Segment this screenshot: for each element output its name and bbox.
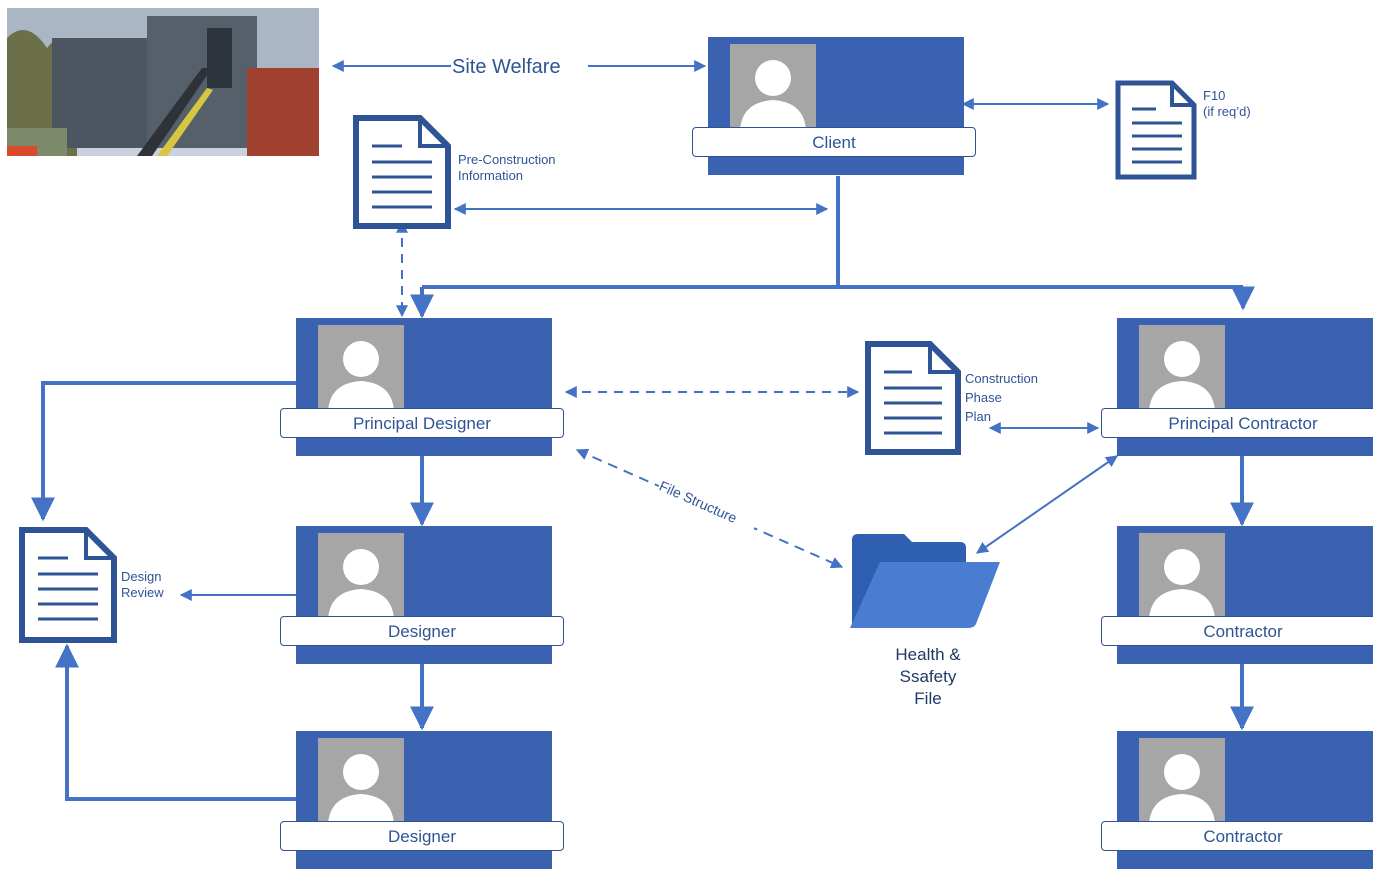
person-avatar-icon xyxy=(318,533,404,619)
person-avatar-icon xyxy=(1139,533,1225,619)
person-avatar-icon xyxy=(318,325,404,411)
principal-designer-label: Principal Designer xyxy=(280,408,564,438)
pd-to-design-review-line xyxy=(31,381,296,522)
person-avatar-icon xyxy=(730,44,816,130)
health-safety-folder-icon[interactable] xyxy=(846,524,1004,639)
contractor-folder-connector xyxy=(976,455,1118,554)
health-safety-file-label: Health & Ssafety File xyxy=(895,645,961,709)
designer-card[interactable]: Designer xyxy=(280,526,564,664)
contractor-label: Contractor xyxy=(1101,616,1373,646)
principal-contractor-label: Principal Contractor xyxy=(1101,408,1373,438)
site-welfare-label: Site Welfare xyxy=(452,56,561,78)
contractor-card[interactable]: Contractor xyxy=(1101,526,1373,664)
designer-card[interactable]: Designer xyxy=(280,731,564,869)
person-avatar-icon xyxy=(1139,738,1225,824)
designer-label: Designer xyxy=(280,821,564,851)
site-welfare-cabins-icon xyxy=(7,8,319,156)
contractor-card[interactable]: Contractor xyxy=(1101,731,1373,869)
person-avatar-icon xyxy=(1139,325,1225,411)
pre-construction-label: Pre-Construction Information xyxy=(458,152,556,184)
site-welfare-photo xyxy=(7,8,319,156)
designer-label: Designer xyxy=(280,616,564,646)
construction-phase-plan-document-icon[interactable] xyxy=(864,340,962,461)
person-avatar-icon xyxy=(318,738,404,824)
design-review-document-icon[interactable] xyxy=(18,526,118,649)
pre-construction-document-icon[interactable] xyxy=(352,114,452,235)
client-card[interactable]: Client xyxy=(692,37,976,175)
construction-phase-plan-label: Construction Phase Plan xyxy=(965,371,1038,424)
client-label: Client xyxy=(692,127,976,157)
designer2-to-design-review-line xyxy=(55,643,296,801)
principal-designer-card[interactable]: Principal Designer xyxy=(280,318,564,456)
design-review-label: Design Review xyxy=(121,569,164,601)
contractor-label: Contractor xyxy=(1101,821,1373,851)
f10-label: F10 (if req’d) xyxy=(1203,88,1251,120)
f10-document-icon[interactable] xyxy=(1114,79,1198,186)
principal-contractor-card[interactable]: Principal Contractor xyxy=(1101,318,1373,456)
